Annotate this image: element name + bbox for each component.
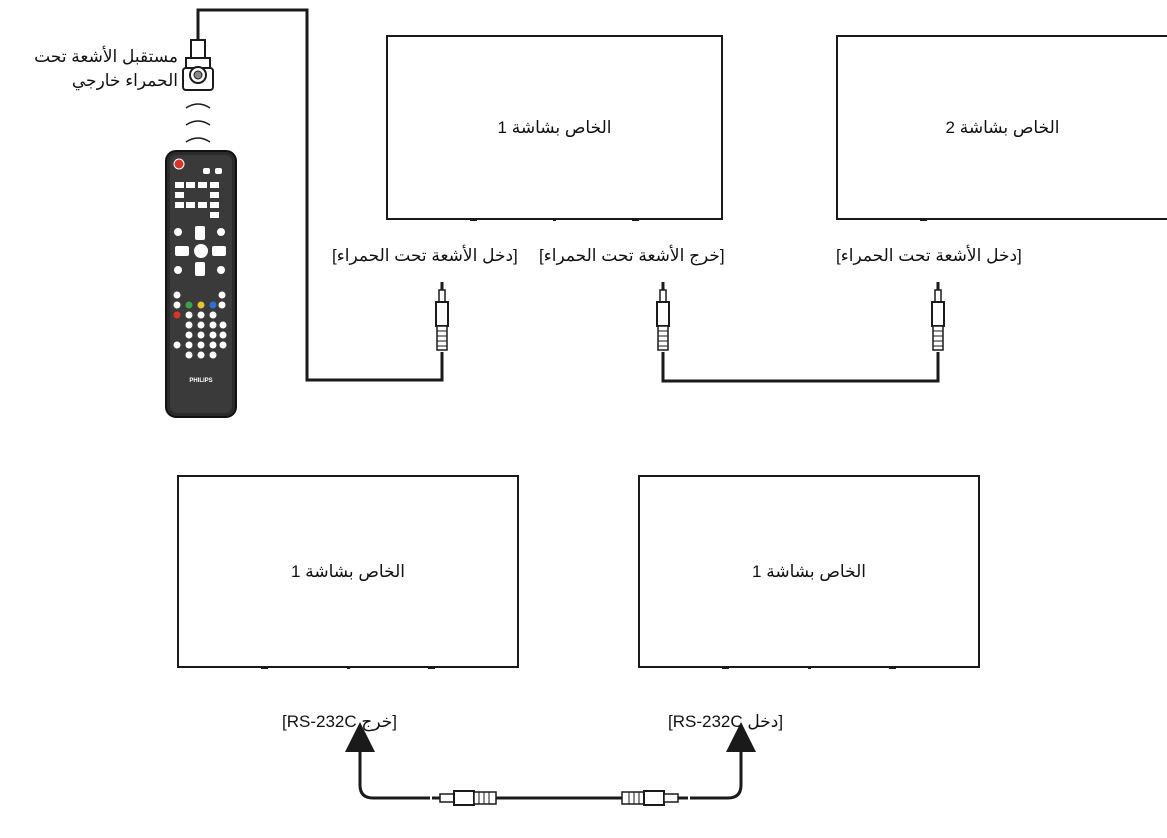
port-ir-out-1: [خرج الأشعة تحت الحمراء] bbox=[539, 246, 725, 265]
ir-receiver-label-line1: مستقبل الأشعة تحت bbox=[34, 47, 178, 66]
arrow-up-right-icon bbox=[726, 722, 756, 752]
ir-in-jack-2-icon bbox=[931, 282, 945, 351]
ir-link-cable bbox=[661, 352, 940, 383]
display-bottom-right-label: الخاص بشاشة 1 bbox=[752, 561, 866, 581]
port-rs232-out: [خرج RS-232C] bbox=[282, 712, 397, 731]
display-bottom-right: الخاص بشاشة 1 bbox=[638, 475, 980, 669]
remote-brand: PHILIPS bbox=[189, 378, 212, 384]
ir-receiver-cable bbox=[196, 8, 444, 382]
port-ir-in-1: [دخل الأشعة تحت الحمراء] bbox=[332, 246, 518, 265]
remote-control-icon: PHILIPS bbox=[165, 150, 237, 418]
ir-receiver-icon bbox=[182, 39, 214, 91]
rs232-jack-right-icon bbox=[621, 790, 688, 806]
ir-receiver-label-line2: الحمراء خارجي bbox=[71, 71, 178, 90]
ir-out-jack-1-icon bbox=[656, 282, 670, 351]
rs232-jack-left-icon bbox=[432, 790, 497, 806]
arrow-up-left-icon bbox=[345, 722, 375, 752]
display-1-top-label: الخاص بشاشة 1 bbox=[497, 117, 612, 137]
ir-receiver-label: مستقبل الأشعة تحت الحمراء خارجي bbox=[0, 45, 178, 93]
ir-in-jack-1-icon bbox=[435, 282, 449, 351]
display-bottom-left-label: الخاص بشاشة 1 bbox=[291, 561, 405, 581]
rs232-cable bbox=[358, 750, 743, 800]
port-rs232-in: [دخل RS-232C] bbox=[668, 712, 784, 731]
display-1-top: الخاص بشاشة 1 bbox=[386, 35, 723, 221]
display-bottom-left: الخاص بشاشة 1 bbox=[177, 475, 519, 669]
display-2-top: الخاص بشاشة 2 bbox=[836, 35, 1167, 221]
port-ir-in-2: [دخل الأشعة تحت الحمراء] bbox=[836, 246, 1022, 265]
ir-signal-waves-icon bbox=[185, 103, 211, 143]
display-2-top-label: الخاص بشاشة 2 bbox=[945, 117, 1060, 137]
